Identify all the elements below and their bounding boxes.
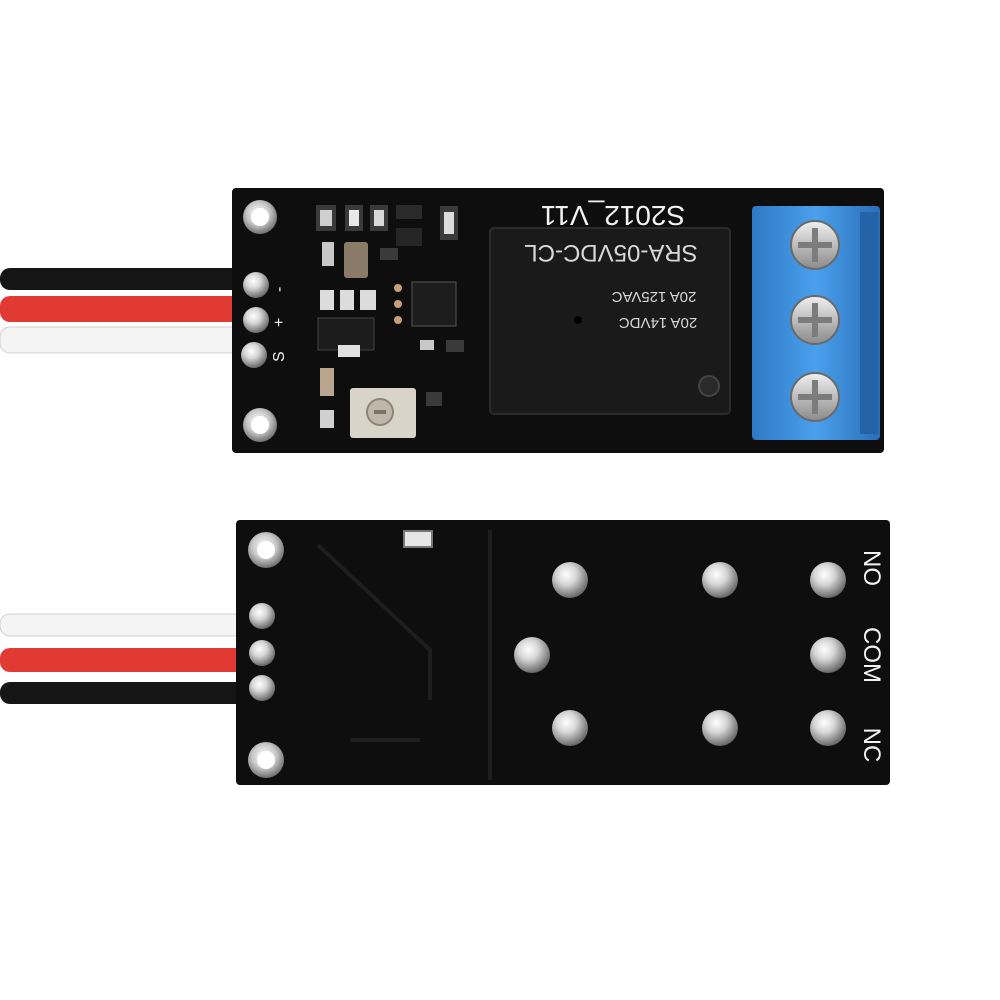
pin-label-plus: + — [271, 318, 288, 327]
board-version-label: S2012_V11 — [541, 200, 685, 231]
wire-solder-joint — [249, 675, 275, 701]
black-wire — [0, 682, 250, 704]
relay-rating-dc: 20A 14VDC — [619, 314, 698, 331]
relay-model: SRA-05VDC-CL — [524, 239, 697, 266]
terminal-screw — [790, 372, 840, 422]
wire-solder-joint — [249, 640, 275, 666]
terminal-label-nc: NC — [858, 728, 885, 763]
terminal-screw — [790, 220, 840, 270]
wire-solder-joint — [243, 307, 269, 333]
terminal-label-com: COM — [858, 627, 885, 683]
smd-components — [316, 205, 464, 428]
relay-solder-joints — [514, 562, 846, 746]
pin-label-signal: S — [271, 351, 288, 362]
trimmer-potentiometer — [350, 388, 416, 438]
top-relay-board: - + S — [0, 188, 884, 453]
white-wire — [0, 326, 251, 354]
wire-solder-joint — [241, 342, 267, 368]
smd-pad — [403, 530, 433, 548]
top-wire-bundle — [0, 268, 255, 354]
white-wire — [0, 613, 251, 637]
terminal-label-no: NO — [858, 550, 885, 586]
pin-label-minus: - — [271, 287, 288, 292]
terminal-screw — [790, 295, 840, 345]
wire-solder-joint — [249, 603, 275, 629]
relay: SRA-05VDC-CL 20A 125VAC 20A 14VDC — [489, 227, 731, 415]
bottom-wire-bundle — [0, 613, 251, 704]
bottom-relay-board: NO COM NC — [0, 520, 890, 785]
black-wire — [0, 268, 255, 290]
red-wire — [0, 296, 255, 322]
pcb-traces — [316, 530, 492, 780]
wire-solder-joint — [243, 272, 269, 298]
screw-terminal-block — [752, 206, 880, 440]
relay-rating-ac: 20A 125VAC — [611, 288, 696, 305]
red-wire — [0, 648, 250, 672]
